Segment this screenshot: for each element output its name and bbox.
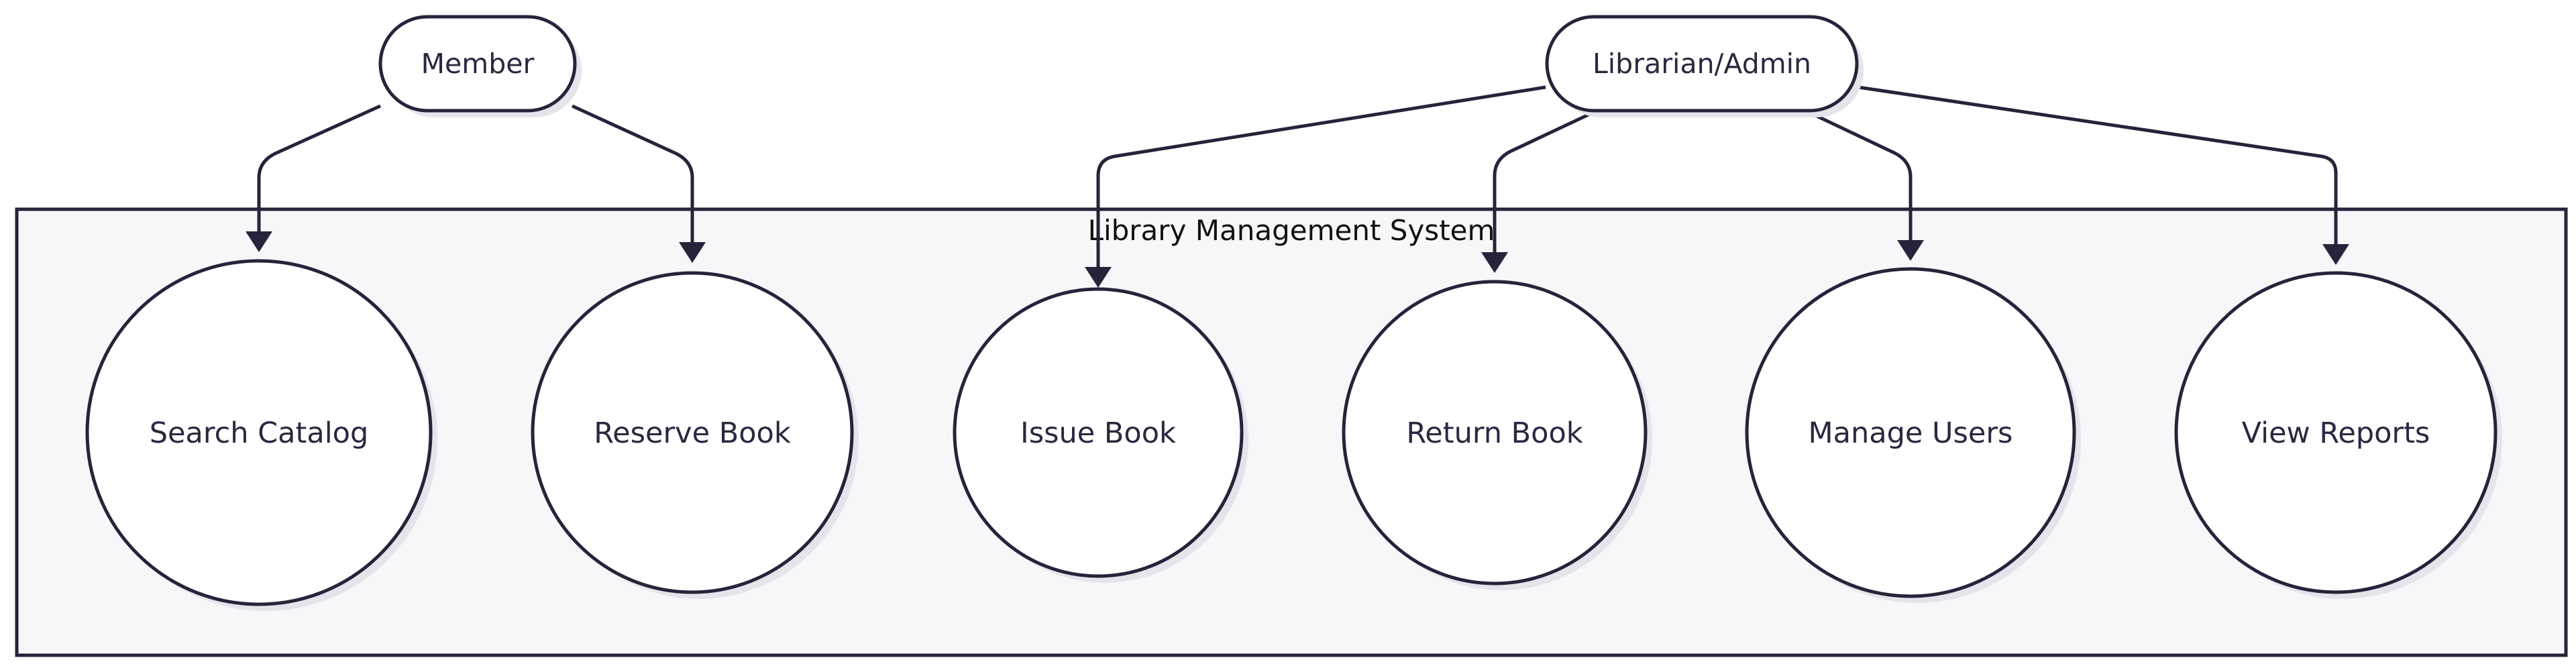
use-case-return-book-label: Return Book [1406, 416, 1582, 450]
association-librarian-manage-head [1897, 240, 1924, 261]
use-case-view-reports: View Reports [2174, 271, 2502, 599]
use-case-reserve-book-circle [531, 271, 854, 594]
use-case-issue-book-label: Issue Book [1020, 416, 1176, 450]
actor-member-box [378, 15, 577, 113]
association-librarian-issue [1096, 85, 1546, 276]
use-case-issue-book: Issue Book [953, 287, 1248, 583]
actor-member-label: Member [421, 48, 535, 80]
association-member-search [257, 104, 382, 248]
use-case-view-reports-circle [2174, 271, 2498, 594]
association-librarian-reports [1858, 85, 2338, 255]
use-case-search-catalog-circle [85, 259, 433, 606]
use-case-manage-users-label: Manage Users [1809, 416, 2013, 450]
actor-librarian-admin-label: Librarian/Admin [1593, 48, 1811, 80]
use-case-reserve-book-label: Reserve Book [594, 416, 791, 450]
association-librarian-manage [1800, 107, 1913, 251]
actor-librarian-admin-box [1545, 15, 1859, 113]
association-librarian-reports-head [2322, 244, 2349, 265]
use-case-search-catalog-label: Search Catalog [150, 416, 369, 450]
use-case-manage-users: Manage Users [1745, 267, 2081, 603]
association-librarian-return [1493, 107, 1603, 263]
system-boundary-label: Library Management System [1088, 214, 1495, 247]
system-boundary: Library Management System [15, 207, 2568, 657]
associations [246, 85, 2349, 288]
association-librarian-issue-head [1085, 267, 1112, 288]
use-case-issue-book-circle [953, 287, 1244, 578]
use-case-return-book: Return Book [1342, 280, 1652, 590]
use-case-reserve-book: Reserve Book [531, 271, 859, 599]
use-case-view-reports-label: View Reports [2242, 416, 2430, 450]
association-member-search-head [246, 231, 272, 252]
system-boundary-box [15, 207, 2568, 657]
actor-librarian-admin: Librarian/Admin [1545, 15, 1864, 117]
association-member-reserve [571, 104, 694, 258]
association-librarian-return-head [1481, 252, 1508, 273]
use-case-return-book-circle [1342, 280, 1648, 585]
use-case-manage-users-circle [1745, 267, 2076, 598]
actor-member: Member [378, 15, 582, 117]
use-case-search-catalog: Search Catalog [85, 259, 437, 611]
association-member-reserve-head [679, 242, 706, 263]
